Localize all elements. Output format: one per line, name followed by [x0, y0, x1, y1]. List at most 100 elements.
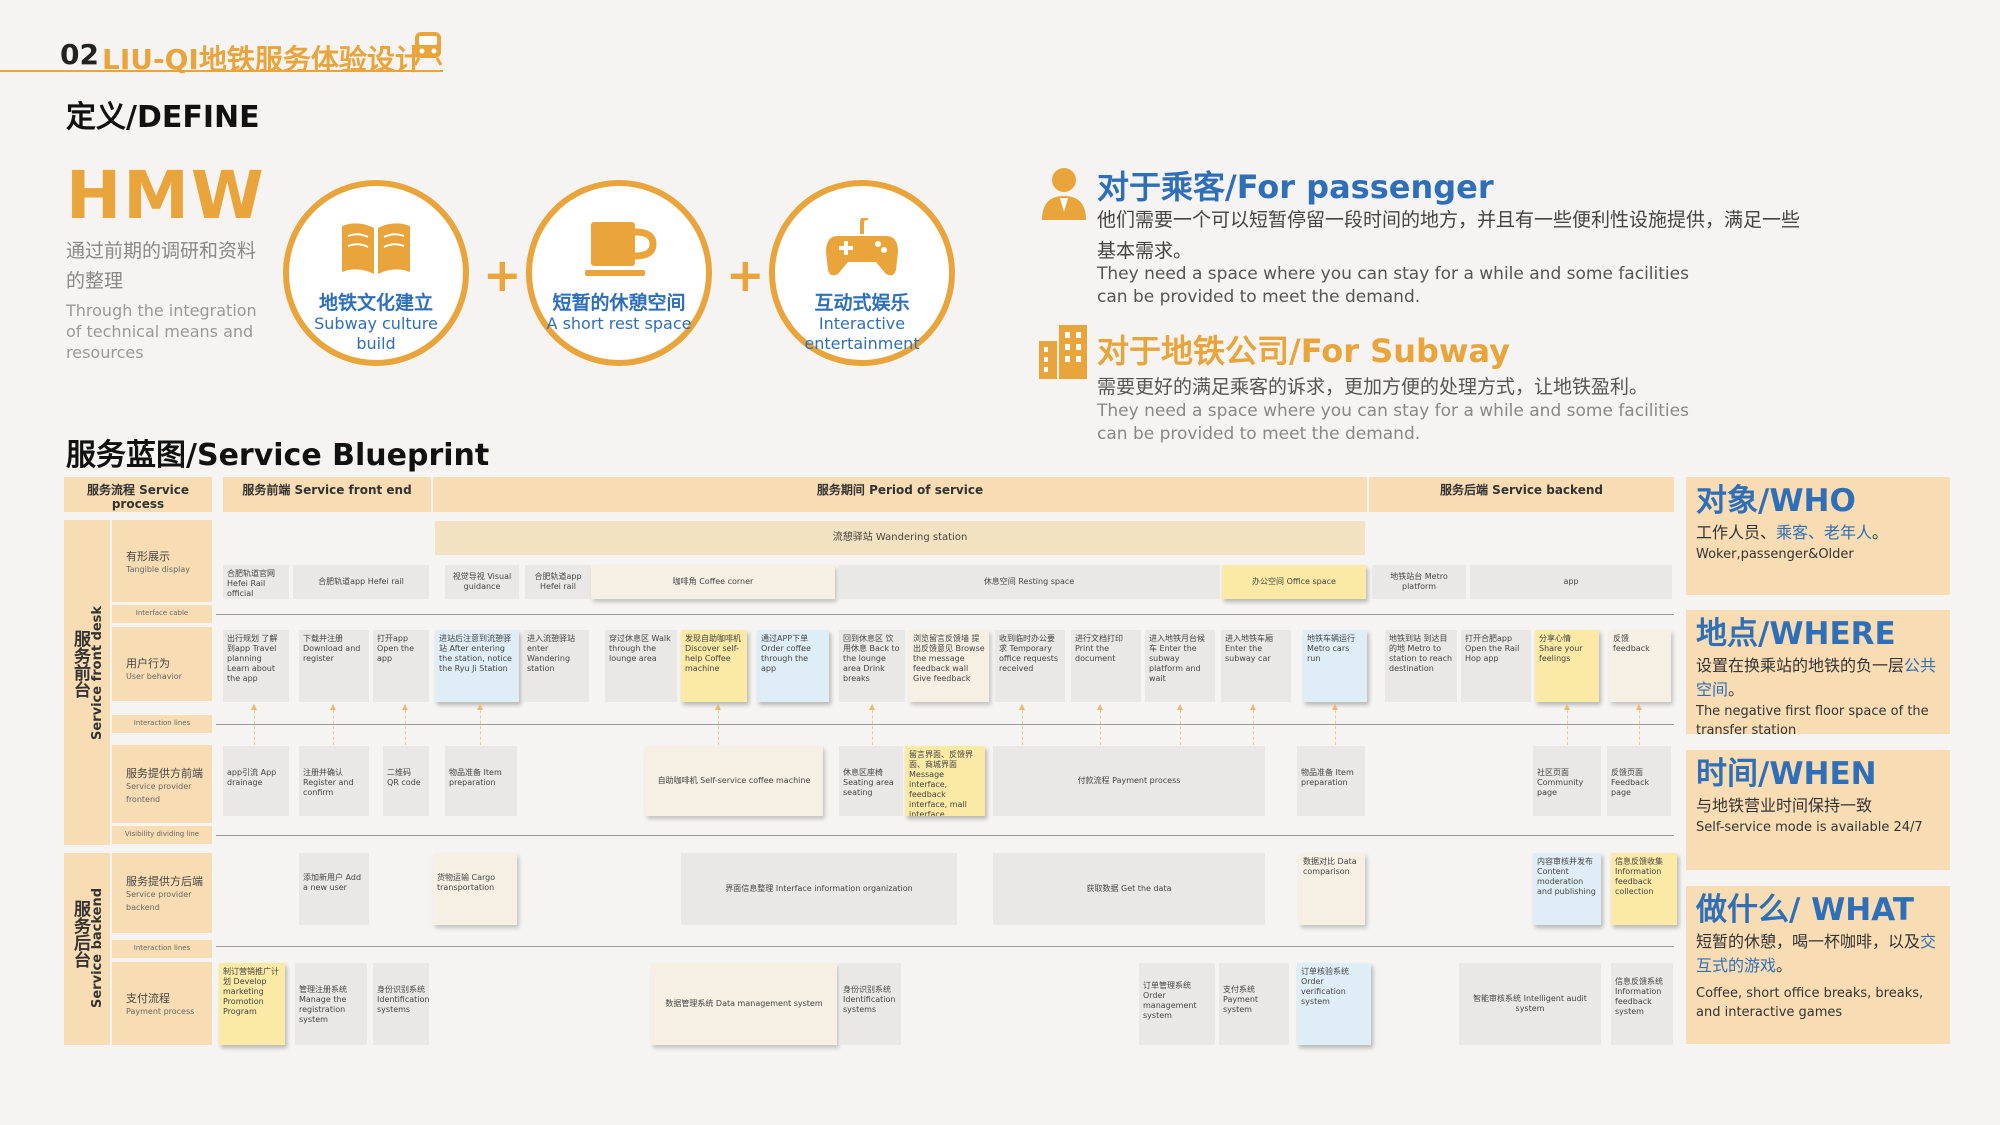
- frontend-cell: 反馈页面 Feedback page: [1607, 746, 1671, 816]
- frontend-cell: 物品准备 Item preparation: [445, 746, 517, 816]
- user-action: 地铁车辆运行 Metro cars run: [1303, 630, 1367, 702]
- lane-backend-en: Service provider backend: [126, 890, 192, 912]
- panel-what-cn-highlight: 交互式的游戏: [1696, 932, 1937, 975]
- circle-entertainment-cn: 互动式娱乐: [814, 292, 910, 314]
- lane-interaction-lines: Interaction lines: [112, 715, 212, 733]
- frontend-cell: 留言界面、反馈界面、商城界面 Message interface, feedba…: [905, 746, 985, 816]
- arrow-up-icon: [1636, 704, 1642, 710]
- tangible-cell: 地铁站台 Metro platform: [1372, 565, 1466, 599]
- plus-sign: +: [726, 248, 765, 302]
- arrow-up-icon: [330, 704, 336, 710]
- hmw-description-en: Through the integration of technical mea…: [66, 301, 257, 362]
- arrow-up-icon: [869, 704, 875, 710]
- tangible-cell: 视觉导视 Visual guidance: [445, 565, 519, 599]
- panel-where-cn-part: 设置在换乘站的地铁的负一层: [1696, 656, 1905, 675]
- panel-who-cn-part: 工作人员、: [1696, 523, 1777, 542]
- band-front-desk-cn: 服务前台: [70, 630, 90, 698]
- frontend-cell: 社区页面 Community page: [1533, 746, 1601, 816]
- connector-line: [254, 705, 255, 745]
- hmw-description-cn: 通过前期的调研和资料的整理: [66, 240, 257, 292]
- panel-when-cn: 与地铁营业时间保持一致: [1696, 796, 1873, 815]
- building-icon: [1039, 325, 1087, 379]
- band-backend-cn: 服务后台: [70, 900, 90, 968]
- interaction-line-2: [216, 946, 1674, 947]
- page-number: 02: [60, 38, 99, 71]
- circle-culture-en: Subway culture build: [314, 314, 438, 353]
- blueprint-title: 服务蓝图/Service Blueprint: [66, 438, 490, 473]
- lane-tangible-cn: 有形展示: [126, 550, 170, 563]
- payment-cell: 制订营销推广计划 Develop marketing Promotion Pro…: [219, 963, 285, 1045]
- visibility-line: [216, 835, 1674, 836]
- user-action: 发现自助咖啡机 Discover self-help Coffee machin…: [681, 630, 747, 702]
- coffee-cup-icon: [585, 222, 657, 276]
- passenger-description-en: They need a space where you can stay for…: [1097, 264, 1689, 307]
- panel-when-en: Self-service mode is available 24/7: [1696, 820, 1923, 835]
- panel-where-cn: 设置在换乘站的地铁的负一层公共空间。: [1696, 654, 1940, 702]
- connector-line: [1022, 705, 1023, 745]
- payment-cell: 订单核验系统 Order verification system: [1297, 963, 1371, 1045]
- lane-user-en: User behavior: [126, 672, 182, 681]
- user-action: 打开合肥app Open the Rail Hop app: [1461, 630, 1531, 702]
- connector-line: [480, 705, 481, 745]
- frontend-cell: 自助咖啡机 Self-service coffee machine: [645, 746, 823, 816]
- tangible-cell: 咖啡角 Coffee corner: [591, 565, 835, 599]
- user-action: 进入流憩驿站 enter Wandering station: [523, 630, 589, 702]
- wandering-station: 流憩驿站 Wandering station: [435, 521, 1365, 555]
- arrow-up-icon: [1250, 704, 1256, 710]
- frontend-cell: 注册并确认 Register and confirm: [299, 746, 369, 816]
- tangible-cell: 合肥轨道app Hefei rail: [293, 565, 429, 599]
- arrow-up-icon: [1564, 704, 1570, 710]
- user-action: 地铁到站 到达目的地 Metro to station to reach des…: [1385, 630, 1457, 702]
- user-action: 分享心情 Share your feelings: [1535, 630, 1599, 702]
- user-action: 回到休息区 饮用休息 Back to the lounge area Drink…: [839, 630, 905, 702]
- payment-cell: 支付系统 Payment system: [1219, 963, 1289, 1045]
- payment-cell: 信息反馈系统 Information feedback system: [1611, 963, 1673, 1045]
- user-action: 收到临时办公要求 Temporary office requests recei…: [995, 630, 1065, 702]
- panel-what-cn: 短暂的休憩，喝一杯咖啡，以及交互式的游戏。: [1696, 930, 1940, 978]
- panel-who-cn-highlight: 乘客、老年人: [1776, 523, 1873, 542]
- phase-front-end: 服务前端 Service front end: [223, 477, 431, 512]
- band-backend-en: Service backend: [90, 887, 105, 1008]
- user-action: 穿过休息区 Walk through the lounge area: [605, 630, 677, 702]
- user-action: 进入地铁车厢 Enter the subway car: [1221, 630, 1291, 702]
- train-icon: [413, 32, 443, 66]
- book-icon: [342, 223, 410, 274]
- user-action: 通过APP下单 Order coffee through the app: [757, 630, 829, 702]
- user-action: 出行规划 了解到app Travel planning Learn about …: [223, 630, 289, 702]
- gamepad-icon: [826, 218, 898, 276]
- arrow-up-icon: [402, 704, 408, 710]
- tangible-cell: app: [1470, 565, 1672, 599]
- lane-payment-cn: 支付流程: [126, 992, 170, 1005]
- lane-tangible: 有形展示 Tangible display: [112, 520, 212, 602]
- connector-line: [1180, 705, 1181, 745]
- phase-period: 服务期间 Period of service: [433, 477, 1367, 512]
- frontend-cell: app引流 App drainage: [223, 746, 289, 816]
- payment-cell: 订单管理系统 Order management system: [1139, 963, 1215, 1045]
- lane-user-cn: 用户行为: [126, 657, 170, 670]
- panel-what-cn-part: 。: [1776, 956, 1793, 975]
- payment-cell: 数据管理系统 Data management system: [651, 963, 837, 1045]
- user-action: 反馈 feedback: [1609, 630, 1671, 702]
- user-action: 进行文档打印 Print the document: [1071, 630, 1141, 702]
- lane-frontend-en: Service provider frontend: [126, 782, 192, 804]
- payment-cell: 身份识别系统 Identification systems: [373, 963, 429, 1045]
- connector-line: [405, 705, 406, 745]
- panel-where-en: The negative first floor space of the tr…: [1696, 704, 1929, 738]
- tangible-cell: 合肥轨道app Hefei rail: [525, 565, 591, 599]
- connector-line: [718, 705, 719, 745]
- arrow-up-icon: [715, 704, 721, 710]
- user-action: 进站后注意到流憩驿站 After entering the station, n…: [435, 630, 519, 702]
- panel-what-en: Coffee, short office breaks, breaks, and…: [1696, 986, 1924, 1020]
- circle-rest-cn: 短暂的休憩空间: [552, 292, 686, 314]
- panel-where: 地点/WHERE 设置在换乘站的地铁的负一层公共空间。 The negative…: [1686, 610, 1950, 738]
- page-title: LIU-QI地铁服务体验设计: [102, 43, 423, 76]
- arrow-up-icon: [1177, 704, 1183, 710]
- user-action: 进入地铁月台候车 Enter the subway platform and w…: [1145, 630, 1215, 702]
- panel-what-cn-part: 短暂的休憩，喝一杯咖啡，以及: [1696, 932, 1921, 951]
- backend-cell: 添加新用户 Add a new user: [299, 853, 369, 925]
- passenger-description-cn: 他们需要一个可以短暂停留一段时间的地方，并且有一些便利性设施提供，满足一些基本需…: [1097, 209, 1801, 262]
- lane-tangible-en: Tangible display: [126, 565, 191, 574]
- tangible-cell: 休息空间 Resting space: [838, 565, 1220, 599]
